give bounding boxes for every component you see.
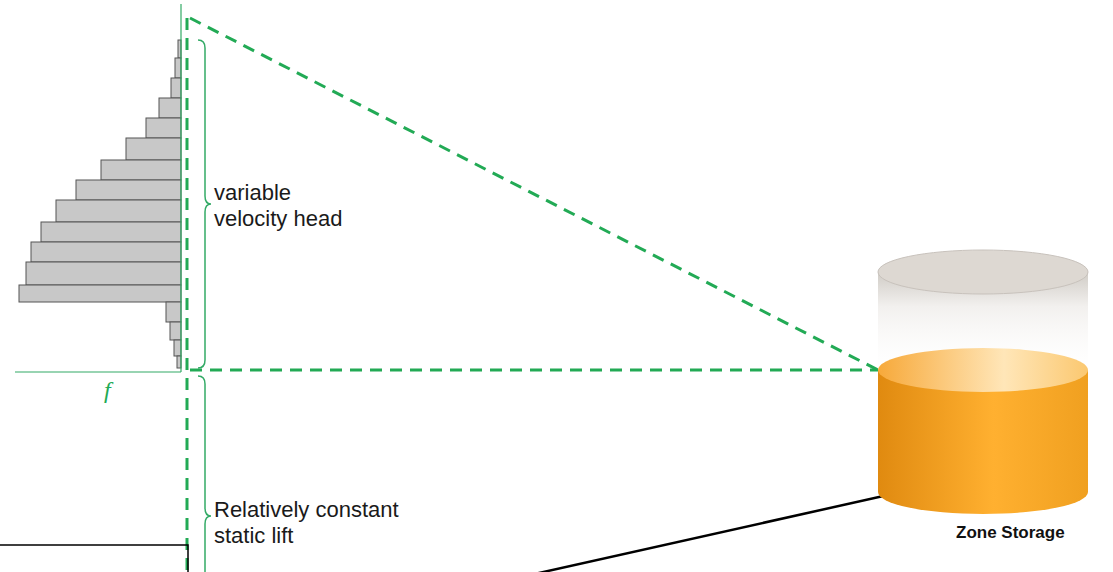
histogram-bar (26, 262, 181, 285)
histogram-bar (19, 285, 181, 302)
histogram-bar (56, 200, 181, 222)
head-dashed-line (186, 18, 189, 572)
frequency-histogram (19, 40, 181, 368)
histogram-bar (31, 242, 181, 262)
histogram-bar (174, 340, 181, 356)
bracket (198, 376, 211, 572)
histogram-bar (170, 322, 181, 340)
histogram-bar (41, 222, 181, 242)
gradient-dashed-line (190, 18, 878, 370)
level-dashed-line (190, 369, 878, 372)
storage-tank: Zone Storage (868, 240, 1098, 560)
pump-box (0, 545, 188, 572)
histogram-bar (166, 302, 181, 322)
histogram-bar (101, 160, 181, 180)
histogram-bar (126, 138, 181, 160)
histogram-axis (180, 4, 181, 372)
tank-shape (868, 240, 1098, 560)
histogram-axis (15, 371, 181, 372)
histogram-bar (76, 180, 181, 200)
histogram-bar (175, 58, 181, 78)
bracket-label: variable velocity head (214, 180, 364, 233)
bracket (198, 40, 211, 368)
histogram-bar (146, 118, 181, 138)
axis-label: f (104, 376, 134, 405)
histogram-bar (171, 78, 181, 98)
histogram-bar (159, 98, 181, 118)
tank-label: Zone Storage (956, 523, 1065, 543)
bracket-label: Relatively constant static lift (214, 497, 444, 550)
